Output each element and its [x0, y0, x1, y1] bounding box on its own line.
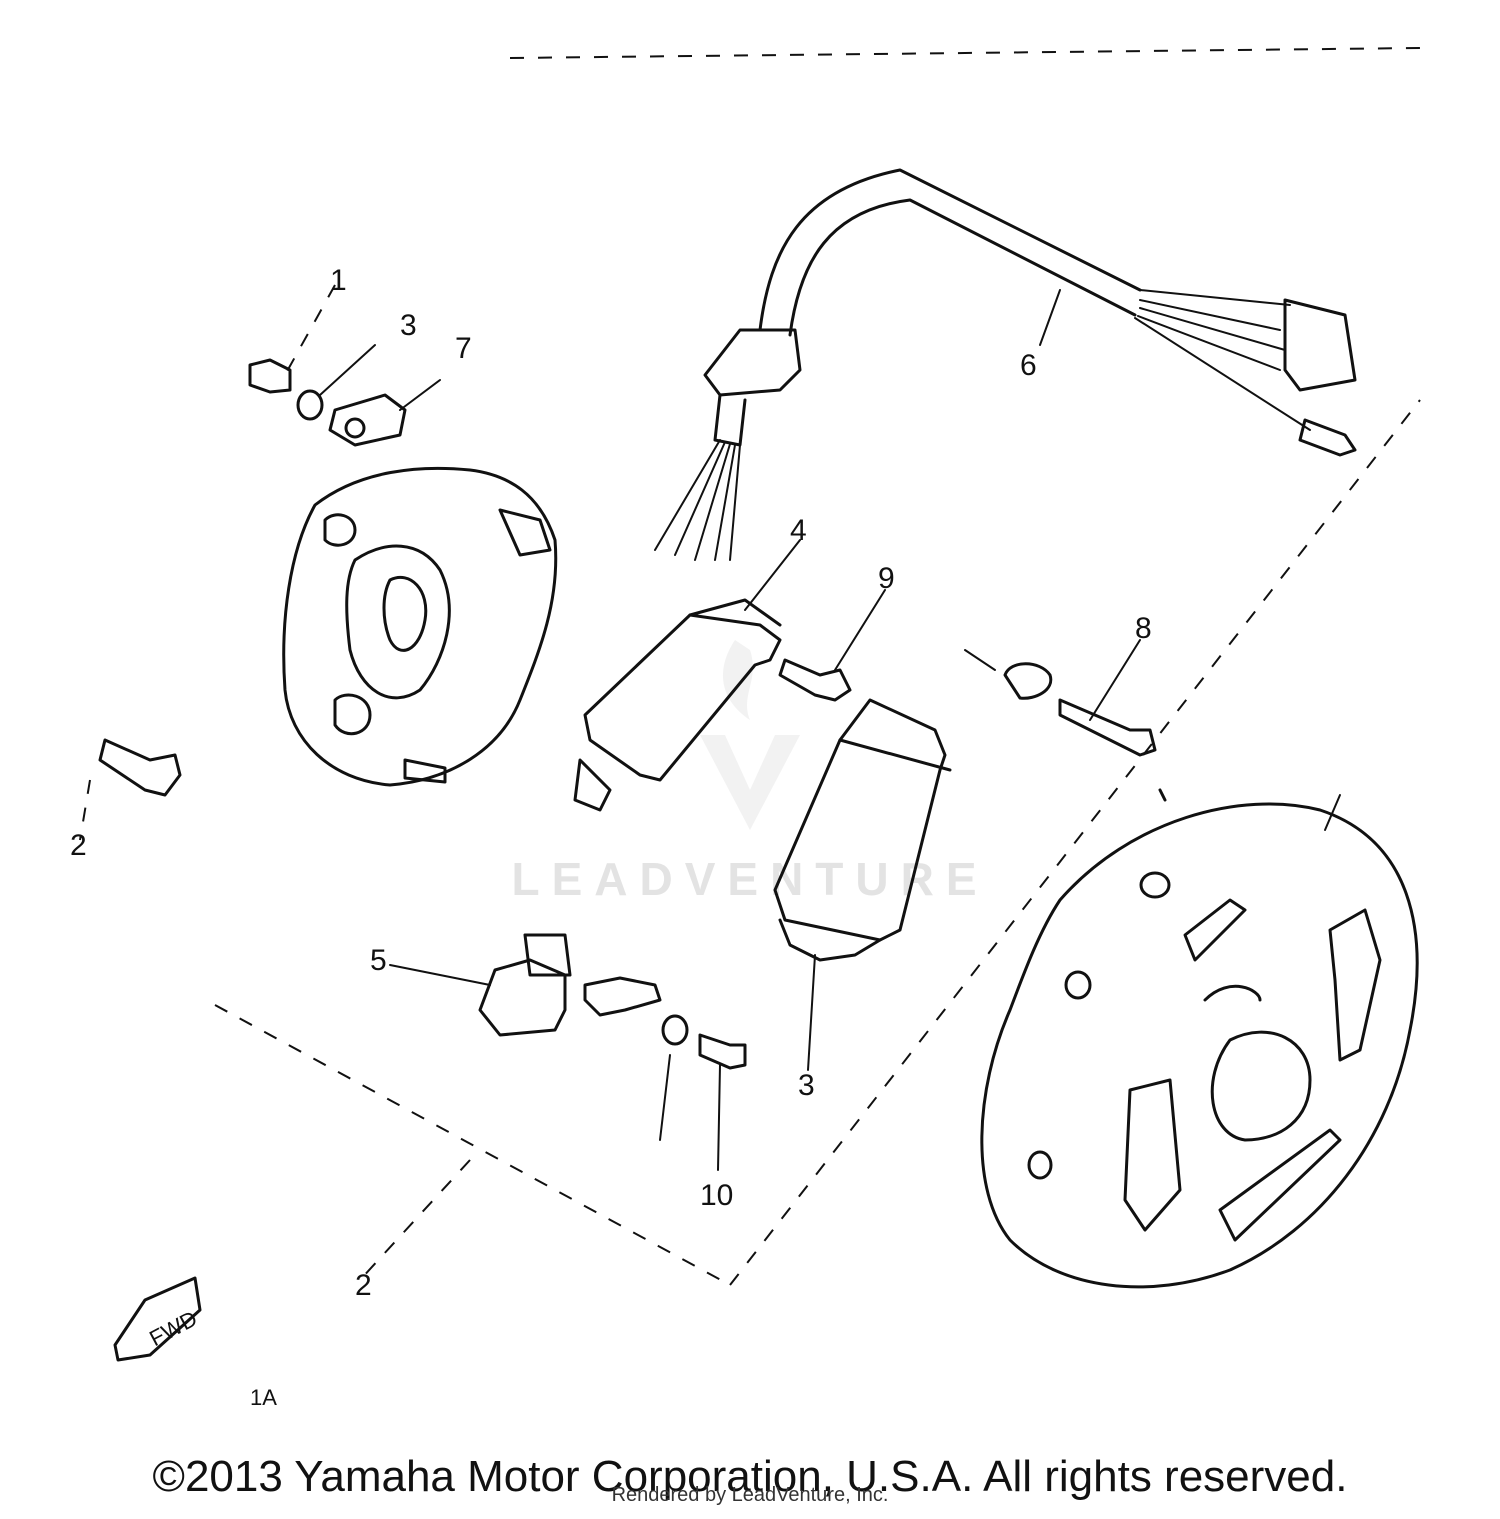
screw-10 — [698, 1033, 747, 1171]
washer-3 — [296, 389, 324, 421]
callout-1: 1 — [330, 264, 347, 297]
pulser-unit — [389, 933, 572, 1037]
callout-4: 4 — [790, 514, 807, 547]
dashed-plane-left — [214, 1004, 731, 1286]
forward-arrow — [113, 1276, 202, 1362]
dashed-plane-right — [729, 399, 1421, 1286]
callout-10: 10 — [700, 1179, 733, 1212]
charge-coil — [573, 539, 801, 812]
callout-2-bottom: 2 — [355, 1269, 372, 1302]
washer-7 — [659, 1014, 689, 1141]
top-dashed-line — [509, 47, 1421, 59]
dashed-leader-2 — [359, 1159, 471, 1281]
fwd-label: FWD — [145, 1306, 201, 1352]
callout-3-top: 3 — [400, 309, 417, 342]
screw-1 — [248, 358, 292, 394]
dashed-leader-2b — [79, 779, 91, 841]
stator-plate — [282, 466, 558, 787]
callout-2-left: 2 — [70, 829, 87, 862]
callout-3-bottom: 3 — [798, 1069, 815, 1102]
screw-2 — [98, 738, 182, 797]
bracket — [583, 976, 662, 1017]
flywheel-rotor — [980, 788, 1419, 1289]
screw-9 — [778, 589, 886, 702]
leadventure-logo — [700, 640, 800, 830]
callout-8: 8 — [1135, 612, 1152, 645]
cable-clamp — [328, 393, 407, 447]
wire-harness — [654, 168, 1357, 561]
watermark-text: LEADVENTURE — [511, 853, 988, 905]
source-coil — [773, 698, 952, 1071]
callout-9: 9 — [878, 562, 895, 595]
diagram-code: 1A — [250, 1385, 277, 1410]
copyright-notice: ©2013 Yamaha Motor Corporation, U.S.A. A… — [152, 1452, 1348, 1501]
bolt-8 — [964, 639, 1157, 757]
rendered-by: Rendered by LeadVenture, Inc. — [611, 1484, 889, 1506]
callout-7-top: 7 — [455, 332, 472, 365]
callout-5: 5 — [370, 944, 387, 977]
callout-6: 6 — [1020, 349, 1037, 382]
dashed-leader-1 — [284, 284, 336, 376]
